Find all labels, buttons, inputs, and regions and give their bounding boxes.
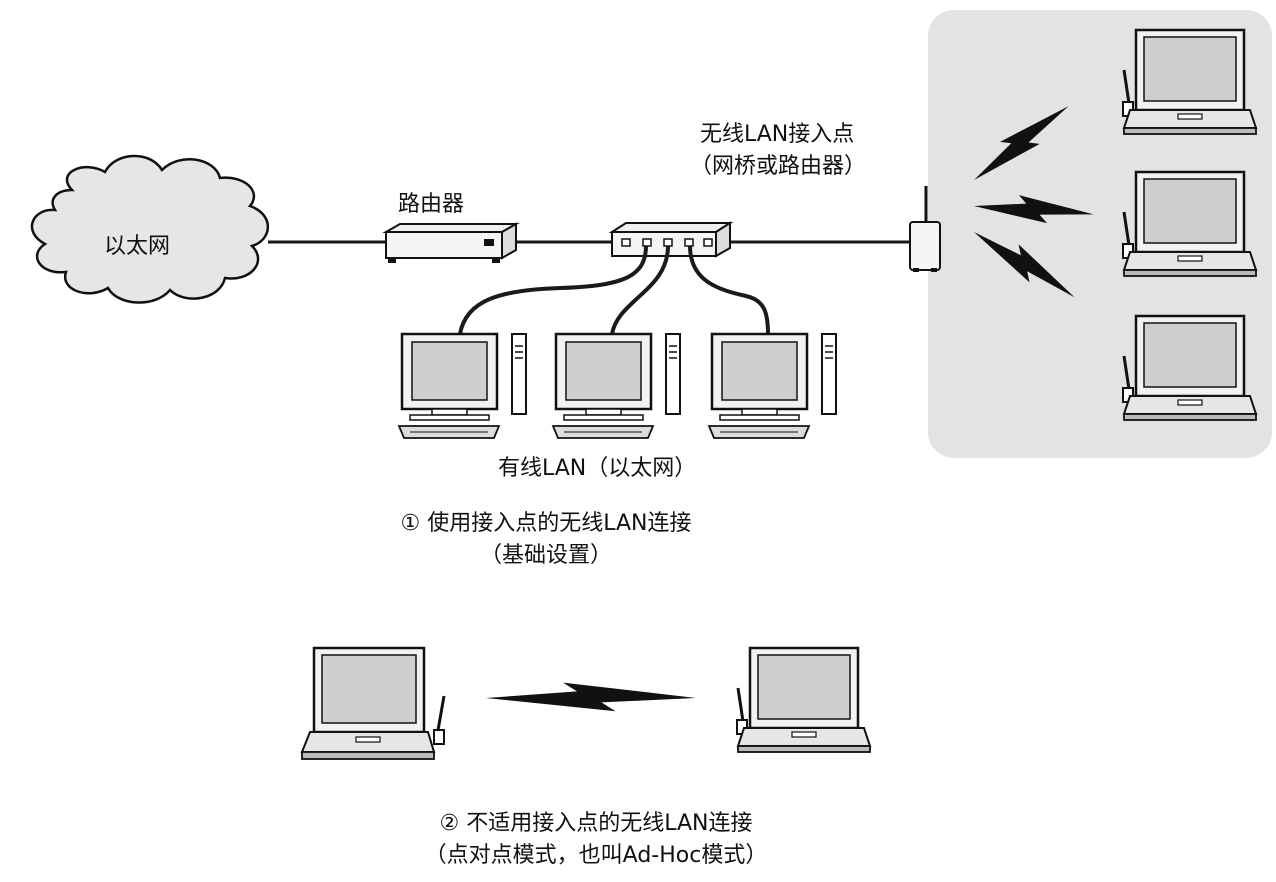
infrastructure-caption: ① 使用接入点的无线LAN连接 （基础设置） — [346, 508, 746, 572]
adhoc-caption-line1: ② 不适用接入点的无线LAN连接 — [439, 811, 753, 836]
access-point-icon — [909, 186, 941, 272]
router-icon — [382, 222, 520, 263]
ethernet-cloud-label: 以太网 — [104, 234, 171, 259]
desktop-computer-icon — [707, 332, 838, 440]
desktop-computer-icon — [397, 332, 528, 440]
laptop-icon — [1121, 314, 1258, 422]
cloud-icon — [30, 154, 269, 304]
router-label: 路由器 — [398, 192, 465, 217]
infrastructure-caption-line1: ① 使用接入点的无线LAN连接 — [400, 511, 692, 536]
adhoc-caption-line2: （点对点模式，也叫Ad-Hoc模式） — [424, 843, 768, 868]
laptop-icon — [300, 646, 446, 761]
laptop-icon — [1121, 28, 1258, 136]
laptop-icon — [1121, 170, 1258, 278]
switching-hub-icon — [608, 221, 734, 258]
infrastructure-caption-line2: （基础设置） — [479, 543, 612, 568]
access-point-sublabel: （网桥或路由器） — [690, 154, 867, 179]
adhoc-caption: ② 不适用接入点的无线LAN连接 （点对点模式，也叫Ad-Hoc模式） — [366, 808, 826, 872]
laptop-icon — [735, 646, 872, 754]
access-point-label: 无线LAN接入点 — [700, 122, 855, 147]
desktop-computer-icon — [551, 332, 682, 440]
ethernet-cables — [458, 245, 770, 335]
lightning-bolt-icon — [486, 682, 696, 712]
wired-lan-label: 有线LAN（以太网） — [498, 456, 697, 481]
